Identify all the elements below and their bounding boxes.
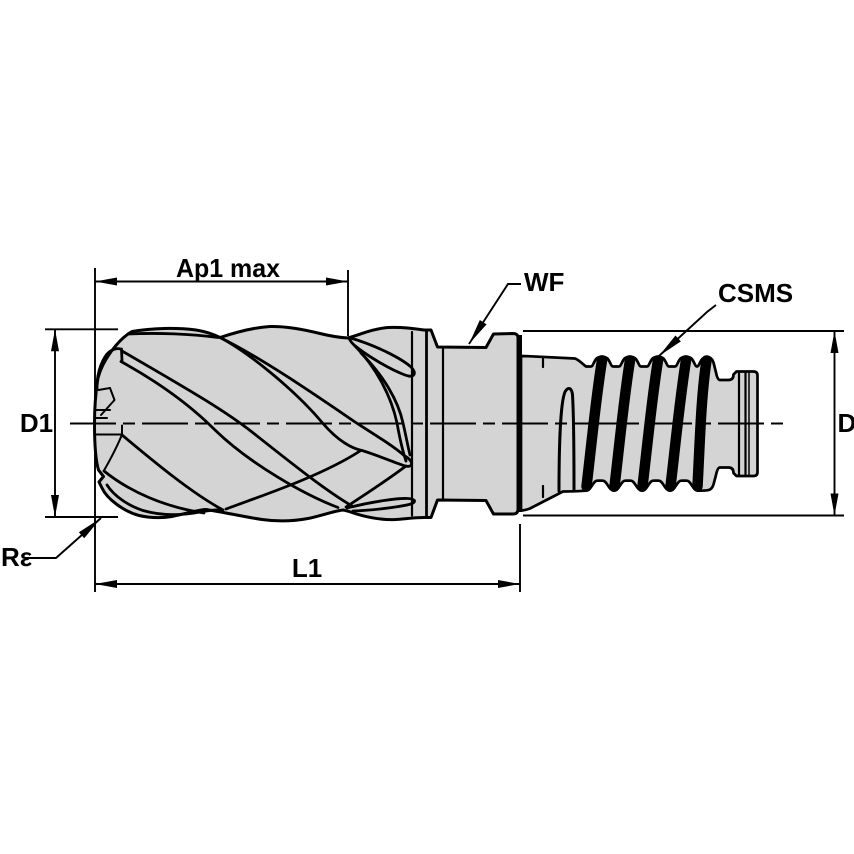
arrowhead <box>498 580 520 588</box>
contour-path <box>102 469 206 515</box>
dim-d <box>830 331 839 516</box>
arrowhead <box>78 518 101 539</box>
contour-path <box>120 349 354 508</box>
arrowhead <box>95 277 117 286</box>
leader-r-epsilon <box>25 517 102 559</box>
contour-path <box>609 355 636 492</box>
thread-runout <box>557 387 576 493</box>
end-teeth-lines <box>93 387 123 472</box>
flute-lines <box>95 332 416 517</box>
contour-path <box>218 336 364 452</box>
leader-csms <box>658 304 717 357</box>
contour-path <box>126 332 220 339</box>
contour-path <box>97 387 111 391</box>
contour-path <box>224 449 362 511</box>
label-d: D <box>838 408 854 438</box>
tool-body <box>93 324 759 523</box>
contour-path <box>119 360 340 509</box>
dim-d1 <box>51 329 59 517</box>
arrowhead <box>326 277 348 286</box>
dim-l1 <box>95 580 520 588</box>
thread-details <box>541 355 712 499</box>
arrowhead <box>659 335 681 356</box>
label-l1: L1 <box>292 553 322 583</box>
leader-polyline <box>25 517 102 559</box>
dimensions <box>25 268 844 592</box>
label-csms: CSMS <box>718 278 793 308</box>
thread-crests <box>581 355 712 492</box>
label-ap1-max: Ap1 max <box>176 253 281 283</box>
contour-path <box>103 433 123 472</box>
label-d1: D1 <box>20 408 53 438</box>
arrowhead <box>830 493 839 516</box>
arrowhead <box>469 320 487 344</box>
label-wf: WF <box>524 267 564 297</box>
leader-wf <box>468 283 521 345</box>
arrowhead <box>95 580 117 588</box>
contour-path <box>347 336 416 378</box>
dimension-labels: Ap1 max WF CSMS D1 D L1 Rε <box>1 253 854 583</box>
contour-path <box>692 355 712 492</box>
contour-path <box>581 355 608 492</box>
contour-path <box>105 483 223 517</box>
contour-path <box>665 355 692 492</box>
dim-ap1 <box>95 277 348 286</box>
contour-path <box>95 347 123 391</box>
contour-path <box>637 355 664 492</box>
arrowhead <box>51 495 59 517</box>
contour-path <box>345 497 416 513</box>
contour-path <box>120 433 225 512</box>
contour-path <box>218 336 413 468</box>
arrowhead <box>51 329 59 352</box>
contour-path <box>344 464 408 509</box>
label-r-epsilon: Rε <box>1 542 32 572</box>
arrowhead <box>830 331 839 353</box>
